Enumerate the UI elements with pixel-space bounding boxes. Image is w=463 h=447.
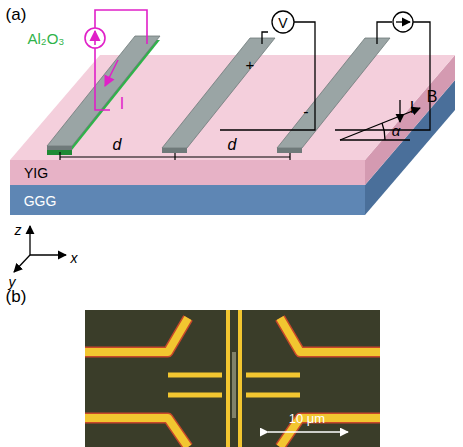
axis-label: z <box>15 223 22 237</box>
layer-label: GGG <box>24 194 57 208</box>
field-label: B <box>427 89 438 105</box>
current-label: I <box>120 96 124 112</box>
electrode <box>162 38 275 148</box>
scale-bar <box>268 431 348 433</box>
current-source-wires <box>85 10 147 110</box>
electrode-front <box>277 148 302 153</box>
micrograph <box>85 310 380 447</box>
field-arrow <box>340 108 420 140</box>
current-label: I <box>410 100 414 116</box>
layer-label: YIG <box>24 166 48 180</box>
ggg-front <box>10 185 365 215</box>
current-source-wires <box>335 12 430 130</box>
dimension-label: d <box>113 137 122 153</box>
voltmeter-label: V <box>278 16 287 30</box>
electrode-front <box>47 146 72 150</box>
micrograph-pads <box>85 318 380 447</box>
scale-label: 10 μm <box>289 412 325 425</box>
polarity-label: - <box>303 104 308 120</box>
polarity-label: + <box>246 57 255 72</box>
axes <box>14 226 66 272</box>
electrode <box>47 36 160 146</box>
yig-front <box>10 160 365 185</box>
electrode <box>277 38 390 148</box>
voltmeter-wires <box>220 11 315 130</box>
angle-label: α <box>392 123 401 138</box>
dimension-label: d <box>228 137 237 153</box>
material-label: Al₂O₃ <box>28 31 65 46</box>
panel-label: (b) <box>6 288 27 305</box>
electrode-front <box>162 148 187 153</box>
axis-label: x <box>71 251 78 265</box>
panel-label: (a) <box>6 6 27 23</box>
micrograph-pads-edge <box>85 318 380 447</box>
micrograph-strips <box>168 310 300 447</box>
dimension-line <box>60 152 290 172</box>
